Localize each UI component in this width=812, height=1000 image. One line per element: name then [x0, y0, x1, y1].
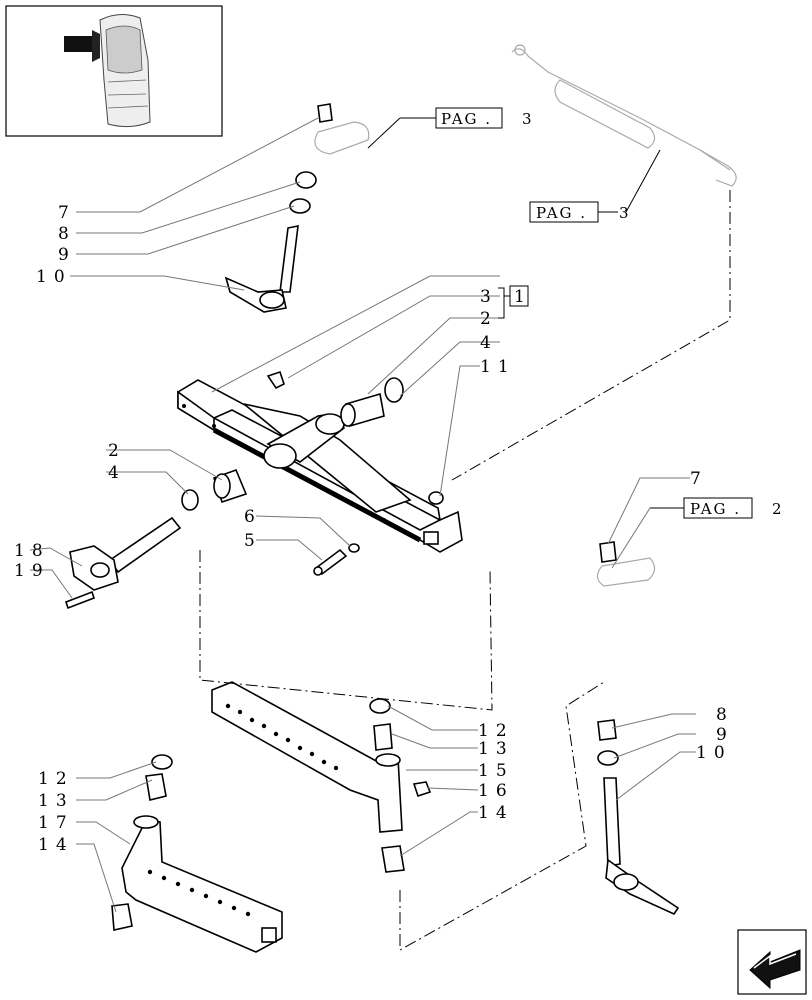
page-reference-label: PAG . [690, 500, 741, 518]
navigation-arrow-button[interactable] [737, 929, 807, 995]
bush-13-left[interactable] [145, 773, 167, 801]
callout-labels: 7 8 9 10 3 1 2 4 11 2 4 6 5 18 19 7 12 1… [14, 203, 734, 855]
steering-spindle-lower[interactable] [603, 777, 680, 916]
page-reference-lower[interactable]: PAG . 2 [650, 497, 784, 519]
bush-8-lower[interactable] [597, 719, 617, 741]
callout-6: 6 [244, 507, 262, 527]
callout-8: 8 [716, 705, 734, 725]
callout-9: 9 [58, 245, 76, 265]
callout-12: 12 [38, 769, 74, 789]
callout-1: 1 [514, 287, 532, 307]
page-reference-top[interactable]: PAG . 3 [367, 107, 534, 149]
back-arrow-icon [749, 949, 801, 990]
washer-12-centre[interactable] [369, 698, 391, 714]
grease-nipple-16[interactable] [412, 781, 432, 798]
bush-7-lower[interactable] [599, 541, 617, 563]
callout-12: 12 [478, 721, 514, 741]
bush-14-centre[interactable] [381, 845, 405, 873]
callout-15: 15 [478, 761, 514, 781]
callout-19: 19 [14, 561, 50, 581]
callout-14: 14 [38, 835, 74, 855]
steering-spindle-upper[interactable] [224, 224, 299, 313]
washer-6[interactable] [348, 543, 360, 553]
bush-13-centre[interactable] [373, 723, 393, 751]
shim-4-upper[interactable] [384, 377, 404, 403]
page-reference-right[interactable]: PAG . 3 [529, 149, 661, 223]
bush-2-upper[interactable] [340, 392, 385, 428]
page-reference-label: PAG . [441, 110, 492, 128]
washer-9-upper[interactable] [289, 198, 311, 214]
tractor-thumbnail-icon [64, 14, 151, 128]
page-reference-number: 3 [522, 110, 534, 128]
bush-14-left[interactable] [111, 903, 133, 931]
link-ghost-top [314, 121, 370, 155]
grease-nipple[interactable] [266, 370, 285, 390]
callout-2: 2 [480, 309, 498, 329]
extension-arm-left[interactable] [121, 815, 283, 953]
link-ghost-lower [596, 557, 656, 587]
callout-4: 4 [108, 463, 126, 483]
assembly-bracket [498, 285, 529, 319]
leader-lines [29, 117, 696, 913]
bush-7-upper[interactable] [317, 103, 333, 123]
callout-3: 3 [480, 287, 498, 307]
page-reference-label: PAG . [536, 204, 587, 222]
page-reference-number: 2 [772, 500, 784, 518]
assembly-line-centre [199, 550, 493, 711]
thumbnail-inset[interactable] [5, 5, 223, 137]
bush-2-lower[interactable] [212, 468, 248, 504]
washer-9-lower[interactable] [597, 750, 619, 766]
washer-8-upper[interactable] [295, 171, 317, 189]
page-reference-number: 3 [619, 204, 631, 222]
callout-4: 4 [480, 333, 498, 353]
shim-4-lower[interactable] [181, 489, 199, 511]
axle-support-beam[interactable] [177, 379, 463, 553]
callout-11: 11 [480, 357, 516, 377]
assembly-line-lower [399, 681, 605, 951]
callout-14: 14 [478, 803, 514, 823]
washer-11[interactable] [428, 491, 444, 505]
washer-12-left[interactable] [151, 754, 173, 770]
extension-arm-centre[interactable] [211, 681, 403, 833]
callout-10: 10 [36, 267, 72, 287]
callout-17: 17 [38, 813, 74, 833]
callout-13: 13 [38, 791, 74, 811]
tie-rod-ghost [511, 44, 737, 187]
bolt-19[interactable] [64, 590, 96, 610]
callout-2: 2 [108, 441, 126, 461]
callout-18: 18 [14, 541, 50, 561]
callout-9: 9 [716, 725, 734, 745]
callout-7: 7 [690, 469, 708, 489]
callout-8: 8 [58, 224, 76, 244]
callout-5: 5 [244, 531, 262, 551]
callout-7: 7 [58, 203, 76, 223]
pivot-pin[interactable] [69, 516, 182, 591]
bolt-5[interactable] [313, 548, 348, 576]
callout-16: 16 [478, 781, 514, 801]
callout-13: 13 [478, 739, 514, 759]
callout-10: 10 [696, 743, 732, 763]
